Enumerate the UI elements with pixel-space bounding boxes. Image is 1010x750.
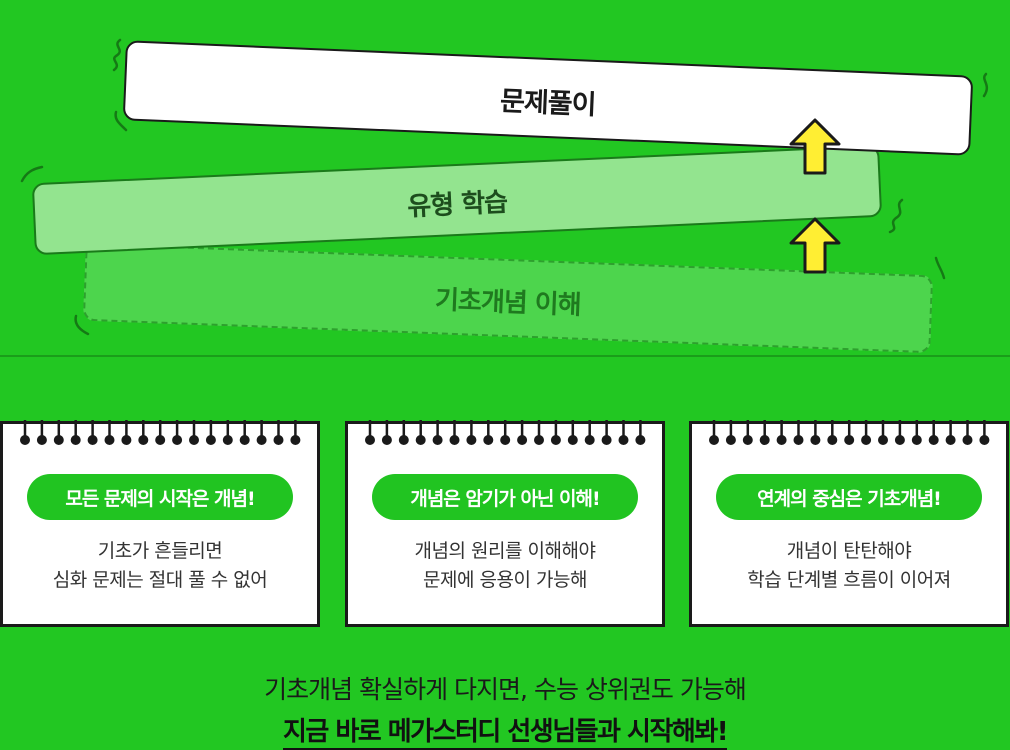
binding-ring-hole	[87, 435, 98, 445]
binding-ring-hole	[894, 435, 905, 445]
call-to-action-text: 지금 바로 메가스터디 선생님들과 시작해봐!	[282, 717, 729, 750]
binding-ring-hole	[517, 435, 528, 445]
binding-ring-hole	[911, 435, 922, 445]
binding-ring-hole	[776, 435, 787, 445]
arrow-up-icon	[789, 118, 841, 175]
card-line: 기초가 흔들리면	[97, 540, 223, 562]
binding-ring-hole	[584, 435, 595, 445]
card-line: 문제에 응용이 가능해	[423, 569, 587, 591]
binding-ring-hole	[290, 435, 301, 445]
binding-ring-hole	[635, 435, 646, 445]
binding-ring-hole	[381, 435, 392, 445]
binding-ring-hole	[601, 435, 612, 445]
binding-ring-hole	[222, 435, 233, 445]
binding-ring-hole	[844, 435, 855, 445]
binding-ring-hole	[172, 435, 183, 445]
binding-ring-hole	[618, 435, 629, 445]
wiggle-mark-icon	[934, 256, 946, 280]
binding-ring-hole	[432, 435, 443, 445]
card-description: 개념의 원리를 이해해야 문제에 응용이 가능해	[348, 537, 662, 595]
card-concept-start: 모든 문제의 시작은 개념! 기초가 흔들리면 심화 문제는 절대 풀 수 없어	[0, 420, 320, 627]
binding-ring-hole	[398, 435, 409, 445]
binding-ring-hole	[827, 435, 838, 445]
wiggle-mark-icon	[982, 72, 989, 98]
card-line: 심화 문제는 절대 풀 수 없어	[52, 569, 268, 591]
bottom-message: 기초개념 확실하게 다지면, 수능 상위권도 가능해	[264, 675, 747, 704]
binding-ring-hole	[104, 435, 115, 445]
binding-ring-hole	[365, 435, 375, 445]
binding-ring-hole	[725, 435, 736, 445]
wiggle-mark-icon	[888, 198, 904, 234]
binding-ring-hole	[53, 435, 64, 445]
card-line: 개념이 탄탄해야	[786, 540, 912, 562]
binding-ring-hole	[466, 435, 477, 445]
step-label: 기초개념 이해	[434, 284, 582, 321]
binding-ring-hole	[36, 435, 47, 445]
binding-ring-hole	[962, 435, 973, 445]
card-description: 개념이 탄탄해야 학습 단계별 흐름이 이어져	[692, 537, 1006, 595]
step-bar-type-study: 유형 학습	[31, 144, 883, 256]
spiral-binding-icon	[709, 420, 990, 445]
binding-ring-hole	[861, 435, 872, 445]
binding-ring-hole	[742, 435, 753, 445]
binding-ring-hole	[273, 435, 284, 445]
binding-ring-hole	[878, 435, 888, 445]
binding-ring-hole	[189, 435, 199, 445]
binding-ring-hole	[759, 435, 770, 445]
wiggle-mark-icon	[114, 110, 128, 132]
wiggle-mark-icon	[112, 38, 122, 72]
binding-ring-hole	[205, 435, 216, 445]
spiral-binding-icon	[365, 420, 646, 445]
binding-ring-hole	[709, 435, 719, 445]
binding-ring-hole	[138, 435, 149, 445]
wiggle-mark-icon	[74, 314, 90, 336]
binding-ring-hole	[449, 435, 460, 445]
binding-ring-hole	[239, 435, 250, 445]
section-divider	[0, 355, 1010, 357]
binding-ring-hole	[121, 435, 132, 445]
card-line: 개념의 원리를 이해해야	[414, 540, 596, 562]
binding-ring-hole	[550, 435, 561, 445]
binding-ring-hole	[500, 435, 511, 445]
binding-ring-hole	[793, 435, 804, 445]
binding-ring-hole	[70, 435, 81, 445]
binding-ring-hole	[483, 435, 494, 445]
step-label: 유형 학습	[406, 187, 508, 222]
card-description: 기초가 흔들리면 심화 문제는 절대 풀 수 없어	[3, 537, 317, 595]
step-label: 문제풀이	[499, 85, 597, 121]
card-badge: 모든 문제의 시작은 개념!	[27, 474, 293, 520]
arrow-up-icon	[789, 217, 841, 274]
card-concept-understanding: 개념은 암기가 아닌 이해! 개념의 원리를 이해해야 문제에 응용이 가능해	[345, 420, 665, 627]
binding-ring-hole	[155, 435, 166, 445]
card-line: 학습 단계별 흐름이 이어져	[747, 569, 951, 591]
binding-ring-hole	[928, 435, 939, 445]
call-to-action: 지금 바로 메가스터디 선생님들과 시작해봐!	[0, 711, 1010, 750]
card-concept-connection: 연계의 중심은 기초개념! 개념이 탄탄해야 학습 단계별 흐름이 이어져	[689, 420, 1009, 627]
step-bar-problem-solving: 문제풀이	[122, 40, 974, 156]
spiral-binding-icon	[20, 420, 301, 445]
wiggle-mark-icon	[20, 165, 44, 183]
binding-ring-hole	[979, 435, 990, 445]
card-badge: 연계의 중심은 기초개념!	[716, 474, 982, 520]
card-badge: 개념은 암기가 아닌 이해!	[372, 474, 638, 520]
binding-ring-hole	[945, 435, 956, 445]
binding-ring-hole	[20, 435, 30, 445]
binding-ring-hole	[567, 435, 578, 445]
binding-ring-hole	[415, 435, 426, 445]
binding-ring-hole	[534, 435, 544, 445]
binding-ring-hole	[256, 435, 267, 445]
binding-ring-hole	[810, 435, 821, 445]
